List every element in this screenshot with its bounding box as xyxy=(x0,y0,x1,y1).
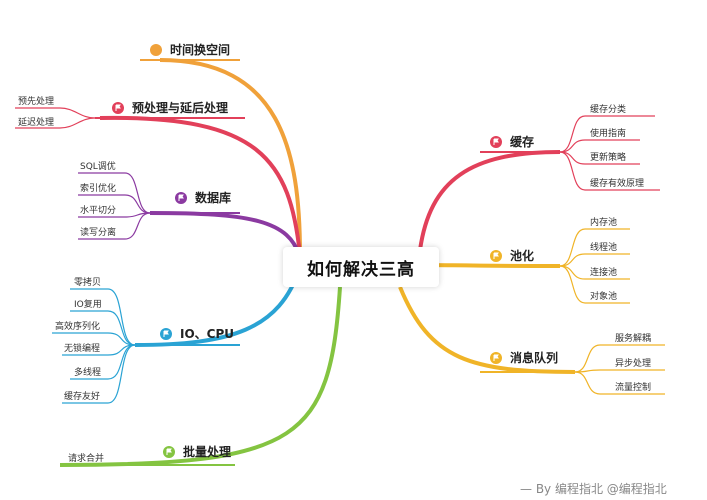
branch-io-cpu: IO、CPU xyxy=(160,326,234,342)
leaf-index-opt: 索引优化 xyxy=(80,184,117,194)
branch-time-space-label: 时间换空间 xyxy=(170,43,231,57)
branch-time-space: 时间换空间 xyxy=(150,42,230,58)
leaf-sql-tuning: SQL调优 xyxy=(80,162,116,172)
branch-async-label: 预处理与延后处理 xyxy=(132,101,229,115)
branch-cache: 缓存 xyxy=(490,134,534,150)
leaf-sharding: 水平切分 xyxy=(80,206,117,216)
flag-icon xyxy=(490,250,502,262)
leaf-serialization: 高效序列化 xyxy=(55,322,101,332)
connector-async xyxy=(99,115,302,256)
flag-icon xyxy=(175,192,187,204)
leaf-decoupling: 服务解耦 xyxy=(615,334,652,344)
connector-db xyxy=(149,211,302,259)
leaf-memory-pool: 内存池 xyxy=(590,218,618,228)
branch-pooling: 池化 xyxy=(490,248,534,264)
branch-io-cpu-label: IO、CPU xyxy=(180,327,235,341)
connector-batch xyxy=(59,286,342,467)
leaf-cache-principle: 缓存有效原理 xyxy=(590,179,645,189)
branch-pooling-label: 池化 xyxy=(510,249,535,263)
flag-icon xyxy=(490,136,502,148)
flag-icon xyxy=(163,446,175,458)
leaf-deferred: 延迟处理 xyxy=(18,118,55,128)
flag-icon xyxy=(490,352,502,364)
branch-message-queue: 消息队列 xyxy=(490,350,558,366)
flag-icon xyxy=(160,328,172,340)
leaf-merge-requests: 请求合并 xyxy=(68,454,105,464)
leaf-preprocess: 预先处理 xyxy=(18,97,55,107)
branch-async: 预处理与延后处理 xyxy=(112,100,228,116)
branch-batch-label: 批量处理 xyxy=(183,445,232,459)
leaf-lock-free: 无锁编程 xyxy=(64,344,101,354)
leaf-flow-control: 流量控制 xyxy=(615,383,652,393)
leaf-rw-split: 读写分离 xyxy=(80,228,117,238)
author-watermark: — By 编程指北 @编程指北 xyxy=(520,482,667,496)
leaf-zero-copy: 零拷贝 xyxy=(74,278,102,288)
flag-icon xyxy=(112,102,124,114)
leaf-multithread: 多线程 xyxy=(74,368,102,378)
leaf-io-multiplex: IO复用 xyxy=(74,300,102,310)
leaf-connection-pool: 连接池 xyxy=(590,268,618,278)
branch-database-label: 数据库 xyxy=(195,191,232,205)
central-topic: 如何解决三高 xyxy=(283,247,439,287)
leaf-cache-friendly: 缓存友好 xyxy=(64,392,101,402)
leaf-cache-types: 缓存分类 xyxy=(590,105,627,115)
leaf-thread-pool: 线程池 xyxy=(590,243,618,253)
leaf-object-pool: 对象池 xyxy=(590,292,618,302)
branch-cache-label: 缓存 xyxy=(510,135,535,149)
leaf-update-strategy: 更新策略 xyxy=(590,153,627,163)
branch-database: 数据库 xyxy=(175,190,231,206)
connector-time-space xyxy=(159,58,302,256)
leaf-usage-guide: 使用指南 xyxy=(590,129,627,139)
branch-batch: 批量处理 xyxy=(163,444,231,460)
leaf-async-processing: 异步处理 xyxy=(615,359,652,369)
connector-cache xyxy=(418,150,561,251)
branch-message-queue-label: 消息队列 xyxy=(510,351,559,365)
circle-icon xyxy=(150,44,162,56)
